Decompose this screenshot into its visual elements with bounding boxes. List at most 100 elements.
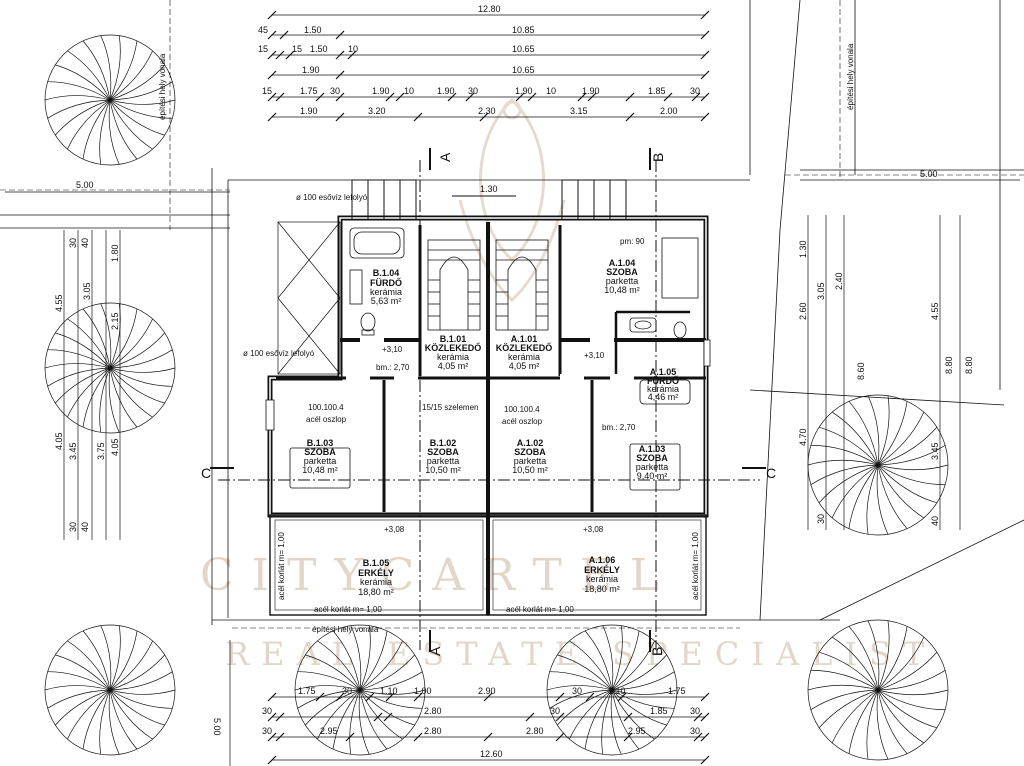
section-lines	[218, 160, 760, 650]
right-dim-9: 3.45	[930, 442, 940, 460]
top-dim-r5-2: 2.30	[478, 106, 496, 116]
dimension-tick	[700, 70, 710, 80]
bot-dim-r3-1: 2.95	[320, 726, 338, 736]
left-dim-6: 1.80	[110, 244, 120, 262]
site-lines	[0, 0, 1024, 625]
bot-dim-overall: 12.60	[480, 749, 503, 759]
bot-dim-r1-4: 2.90	[478, 686, 496, 696]
room-b103: B.1.03 SZOBA parketta 10,48 m²	[302, 438, 338, 475]
left-dim-10: 30	[68, 522, 78, 532]
top-dim-r1-2: 10.85	[512, 25, 535, 35]
room-a105: A.1.05 FÜRDŐ kerámia 4,46 m²	[647, 367, 679, 402]
room-floor: kerámia	[370, 287, 402, 297]
dimension-tick	[625, 112, 635, 122]
railing-a: acél korlát m= 1,00	[506, 605, 574, 614]
right-dim-2: 3.05	[816, 282, 826, 300]
dimension-tick	[335, 692, 345, 702]
room-code: B.1.02	[430, 438, 457, 448]
room-name: SZOBA	[606, 267, 638, 277]
downpipe-note-top: ø 100 esővíz lefolyó	[296, 193, 368, 202]
dimension-tick	[285, 50, 295, 60]
left-dim-4: 3.75	[96, 442, 106, 460]
dimension-tick	[585, 692, 595, 702]
right-top-width: 5.00	[920, 169, 938, 179]
dimension-tick	[335, 112, 345, 122]
right-dimensions	[800, 179, 1020, 530]
dimension-tick	[335, 30, 345, 40]
right-dim-1: 2.60	[798, 302, 808, 320]
bot-dim-r2-2: 30	[550, 706, 560, 716]
tree-symbol	[807, 619, 949, 761]
building-line-label-bottom: építési hely vonala	[312, 625, 379, 634]
dimension-tick	[413, 112, 423, 122]
room-code: A.1.06	[589, 555, 616, 565]
room-name: SZOBA	[304, 447, 336, 457]
right-dim-3: 2.40	[834, 272, 844, 290]
room-area: 10,50 m²	[425, 465, 461, 475]
room-code: B.1.04	[373, 268, 400, 278]
railing-side-a: acél korlát m= 1,00	[691, 532, 700, 600]
bot-dim-r1-2: 1.10	[380, 686, 398, 696]
dimension-tick	[373, 712, 383, 722]
top-dim-r1-0: 45	[258, 25, 268, 35]
dimension-tick	[267, 92, 277, 102]
dimension-tick	[315, 692, 325, 702]
room-area: 4,05 m²	[509, 361, 540, 371]
top-dim-r4-10: 1.85	[648, 86, 666, 96]
room-code: A.1.04	[609, 258, 636, 268]
room-floor: kerámia	[360, 577, 392, 587]
room-b102: B.1.02 SZOBA parketta 10,50 m²	[425, 438, 461, 475]
dimension-tick	[479, 112, 489, 122]
dimension-tick	[335, 50, 345, 60]
stairs	[427, 239, 549, 331]
dimension-tick	[275, 732, 285, 742]
dimension-tick	[267, 10, 277, 20]
dimension-tick	[385, 692, 395, 702]
room-name: SZOBA	[514, 447, 546, 457]
top-dim-r5-1: 3.20	[368, 106, 386, 116]
dimension-tick	[515, 92, 525, 102]
dimension-tick	[385, 92, 395, 102]
right-dim-10: 30	[816, 514, 826, 524]
room-b101: B.1.01 KÖZLEKEDŐ kerámia 4,05 m²	[425, 334, 482, 371]
tree-symbol	[807, 394, 949, 536]
dimension-tick	[700, 10, 710, 20]
room-name: FÜRDŐ	[370, 277, 402, 288]
room-code: A.1.03	[639, 444, 666, 454]
section-b-top: B	[650, 153, 666, 162]
dimension-tick	[365, 692, 375, 702]
room-floor: kerámia	[586, 574, 618, 584]
left-dim-8: 30	[68, 238, 78, 248]
room-a101: A.1.01 KÖZLEKEDŐ kerámia 4,05 m²	[496, 334, 553, 371]
tree-symbol	[294, 624, 426, 756]
dimension-tick	[267, 70, 277, 80]
dimension-tick	[555, 732, 565, 742]
section-a-top: A	[437, 152, 453, 162]
dimension-tick	[383, 712, 393, 722]
top-dim-r2-3: 10	[348, 44, 358, 54]
dimension-tick	[413, 732, 423, 742]
dimension-tick	[345, 732, 355, 742]
dimension-tick	[267, 112, 277, 122]
dimension-tick	[625, 92, 635, 102]
room-name: FÜRDŐ	[647, 375, 679, 386]
dimension-tick	[335, 70, 345, 80]
right-dim-7: 8.80	[964, 356, 974, 374]
room-a102: A.1.02 SZOBA parketta 10,50 m²	[512, 438, 548, 475]
bot-dim-r1-7: 1.75	[668, 686, 686, 696]
left-dim-1: 3.05	[82, 282, 92, 300]
room-area: 18,80 m²	[358, 587, 394, 597]
dimension-tick	[395, 92, 405, 102]
dimension-tick	[267, 50, 277, 60]
bot-dim-r3-4: 2.95	[628, 726, 646, 736]
room-area: 4,46 m²	[648, 392, 679, 402]
top-dim-r4-0: 15	[262, 86, 272, 96]
left-top-width: 5.00	[76, 180, 94, 190]
top-dim-r4-3: 1.90	[372, 86, 390, 96]
top-dim-r4-9: 1.90	[582, 86, 600, 96]
bot-dim-r3-2: 2.80	[424, 726, 442, 736]
dimension-tick	[693, 732, 703, 742]
dimension-tick	[700, 755, 710, 765]
room-name: ERKÉLY	[358, 568, 394, 578]
right-dim-8: 4.70	[798, 428, 808, 446]
